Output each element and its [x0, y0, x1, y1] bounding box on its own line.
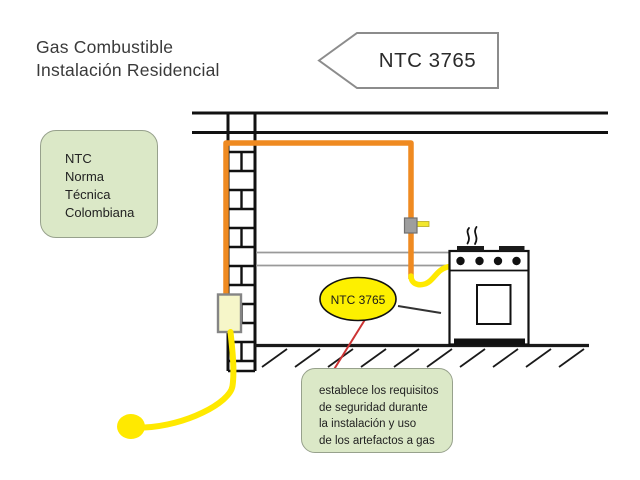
page-title-line2: Instalación Residencial [36, 59, 220, 80]
shutoff-valve [403, 217, 430, 234]
gas-pipe [223, 140, 414, 298]
page-title-line1: Gas Combustible [36, 37, 174, 57]
heat-waves-icon [466, 226, 478, 245]
arrow-callout-shape [317, 32, 499, 89]
pointer-line-to-hose [397, 305, 442, 314]
arrow-callout-label: NTC 3765 [378, 48, 477, 72]
gas-meter [216, 293, 243, 334]
oven-door [476, 284, 512, 325]
ellipse-callout-shape [319, 276, 397, 322]
ntc-note-line: Colombiana [65, 205, 135, 220]
burner-right [499, 246, 525, 252]
hose-end-connector [117, 414, 145, 439]
ntc-note-line: NTC [65, 151, 92, 166]
pointer-line-to-description [332, 317, 367, 372]
description-line: de seguridad durante [319, 401, 428, 414]
ntc-note-line: Norma [65, 169, 105, 184]
burner-left [457, 246, 484, 252]
stove-base [454, 338, 525, 345]
ellipse-callout-label: NTC 3765 [330, 292, 386, 307]
stove [448, 226, 530, 346]
appliance-hose [408, 263, 453, 288]
ceiling-slab [192, 111, 608, 134]
ntc-note-line: Técnica [65, 187, 111, 202]
countertop-lines [256, 251, 449, 267]
supply-hose [117, 329, 237, 439]
description-note-box: establece los requisitos de seguridad du… [301, 368, 453, 453]
description-line: la instalación y uso [319, 418, 417, 430]
ntc-note-box: NTC Norma Técnica Colombiana [40, 130, 158, 238]
page-title: Gas Combustible Instalación Residencial [36, 36, 220, 81]
description-line: establece los requisitos [319, 385, 439, 397]
stove-knobs [456, 256, 521, 266]
ground-hatching [255, 343, 589, 368]
description-line: de los artefactos a gas [319, 434, 435, 447]
